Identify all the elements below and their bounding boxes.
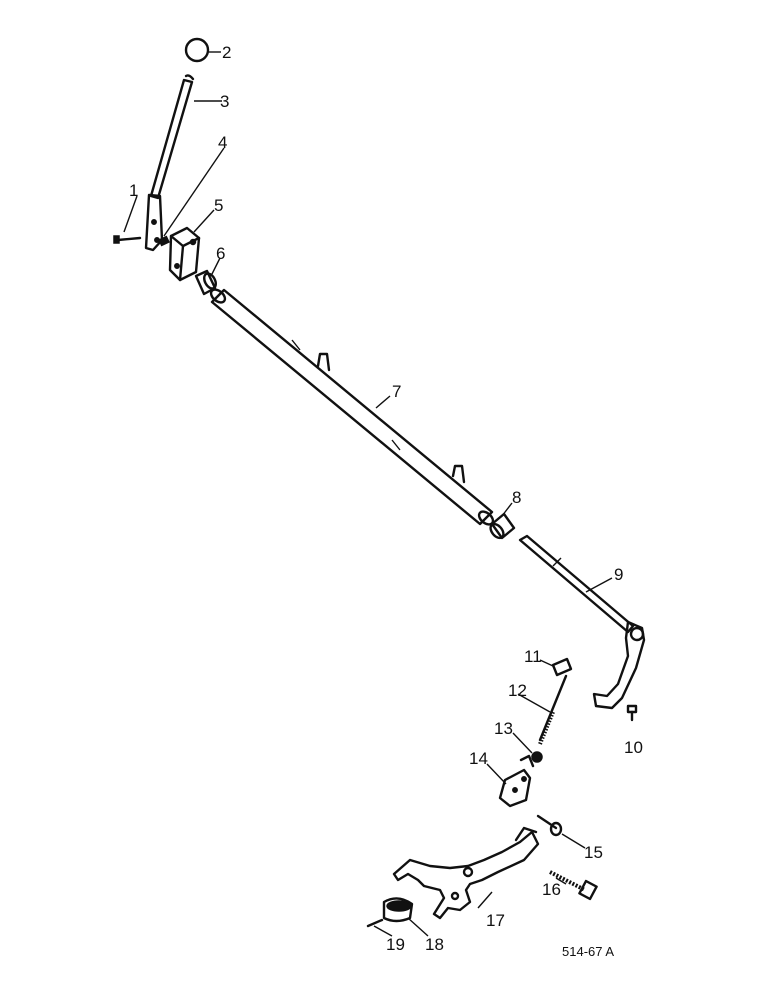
callout-19: 19 [386, 935, 405, 954]
callout-labels: 1 2 3 4 5 6 7 8 9 10 11 12 13 14 15 16 1… [129, 43, 643, 954]
part-16-bolt [549, 870, 598, 901]
callout-11: 11 [524, 647, 542, 666]
part-10-screw [626, 704, 638, 722]
part-18-roller [382, 897, 414, 923]
callout-9: 9 [614, 565, 623, 584]
callout-7: 7 [392, 382, 401, 401]
part-14-clevis [498, 754, 535, 808]
part-9-rod [518, 534, 646, 710]
part-19-pin [366, 918, 384, 928]
part-1-pin [113, 235, 142, 244]
part-7-shaft [209, 288, 495, 526]
callout-10: 10 [624, 738, 643, 757]
part-6-bushing [194, 269, 217, 296]
callout-13: 13 [494, 719, 513, 738]
callout-3: 3 [220, 92, 229, 111]
callout-5: 5 [214, 196, 223, 215]
callout-4: 4 [218, 133, 227, 152]
callout-8: 8 [512, 488, 521, 507]
callout-18: 18 [425, 935, 444, 954]
part-11-clip [551, 657, 573, 677]
callout-6: 6 [216, 244, 225, 263]
part-13-nut [531, 751, 543, 763]
part-3-lever [144, 74, 195, 252]
part-2-knob [184, 37, 210, 63]
part-8-bushing [489, 512, 516, 540]
part-17-fork-lever [392, 826, 540, 920]
part-5-block [168, 226, 201, 282]
part-4-pin [158, 235, 170, 247]
callout-14: 14 [469, 749, 488, 768]
part-12-threaded-rod [538, 674, 568, 745]
callout-15: 15 [584, 843, 603, 862]
callout-2: 2 [222, 43, 231, 62]
callout-17: 17 [486, 911, 505, 930]
callout-12: 12 [508, 681, 527, 700]
part-15-pin [536, 814, 563, 837]
callout-16: 16 [542, 880, 561, 899]
drawing-code: 514-67 A [562, 944, 614, 959]
callout-1: 1 [129, 181, 138, 200]
leader-lines [123, 51, 613, 937]
